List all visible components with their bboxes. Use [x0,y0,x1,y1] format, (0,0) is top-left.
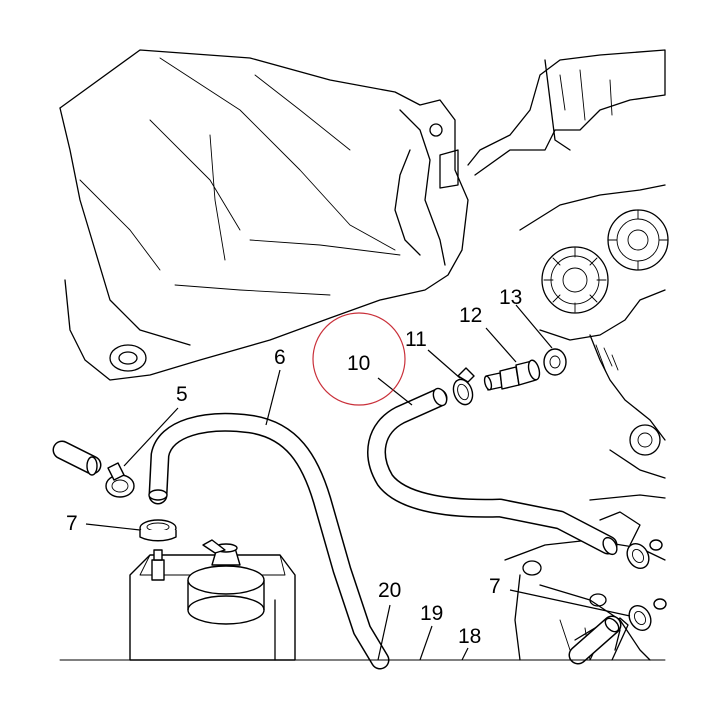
callout-19: 19 [420,602,443,625]
part-11-clamp [452,367,475,406]
callout-20: 20 [378,579,401,602]
callout-5: 5 [176,383,188,406]
part-7-clamp-left [139,519,177,542]
highlight-ring [312,312,406,406]
callout-13: 13 [499,286,522,309]
engine-body-outline [59,49,469,381]
callout-11: 11 [405,328,427,351]
callout-12: 12 [459,304,482,327]
hose-6 [148,412,390,670]
canister [129,539,296,661]
part-13-washer [543,348,567,376]
callout-10: 10 [347,352,370,375]
engine-block [467,49,669,546]
leader-lines [85,304,631,661]
callout-labels: 5 6 7 10 11 12 13 7 20 19 18 [66,286,522,648]
callout-18: 18 [458,625,481,648]
part-7-clamp-right [626,539,667,632]
callout-7-left: 7 [66,512,78,535]
hose-stub-left [52,440,102,476]
hose-stub-right [568,615,622,665]
hose-10 [367,387,618,556]
callout-6: 6 [274,346,286,369]
part-5-clamp [105,462,135,498]
part-12-fitting [483,359,541,391]
callout-7-right: 7 [489,575,501,598]
